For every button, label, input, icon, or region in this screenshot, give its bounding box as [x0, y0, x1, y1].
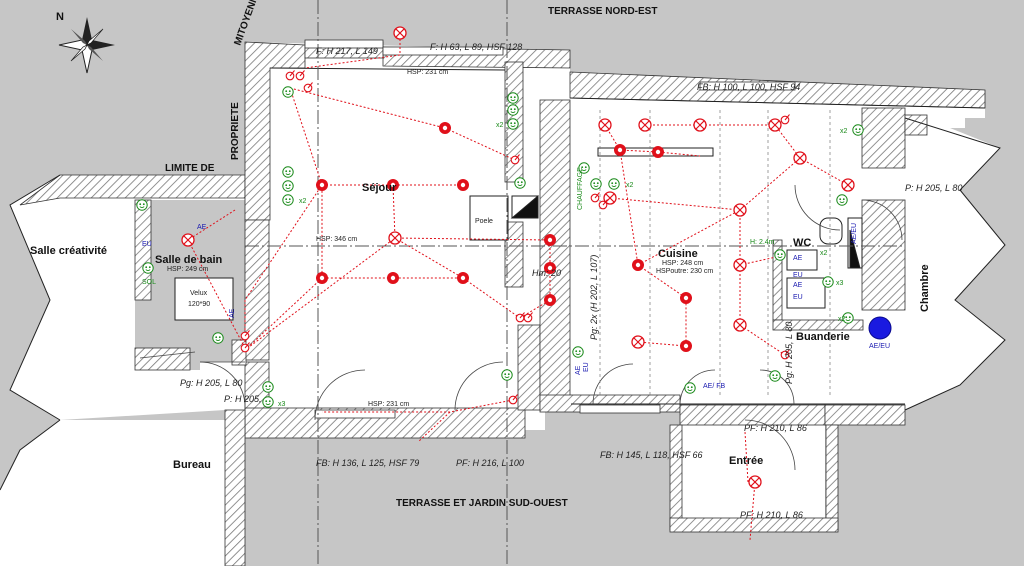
chauffage-label: CHAUFFAGE: [577, 167, 584, 210]
eu-label-sdb: EU: [142, 241, 152, 248]
sejour-hsp-bottom: HSP: 231 cm: [368, 401, 409, 408]
ae-label-wc: AE: [793, 255, 803, 262]
velux-label: Velux: [190, 290, 208, 297]
wall-outlines: [0, 67, 1006, 491]
ae-eu-disk-icon: [868, 316, 892, 340]
poele-label: Poele: [475, 218, 493, 225]
count-x2-sejour-left: x2: [299, 198, 307, 205]
door-swings: [139, 184, 903, 471]
opening-top-left: F: H 217, L 149: [316, 46, 378, 56]
opening-hm: Hm: 20: [532, 268, 561, 278]
opening-door-205: P: H 205,: [224, 394, 262, 404]
room-cuisine: Cuisine: [658, 248, 698, 260]
compass-icon: [58, 17, 115, 74]
opening-pf-entree-top: PF: H 210, L 86: [744, 423, 807, 433]
walls: [19, 41, 986, 566]
room-entree: Entrée: [729, 455, 763, 467]
opening-pg-vertical: Pg: 2x (H 202, L 107): [589, 255, 599, 340]
south-terrace-label: TERRASSE ET JARDIN SUD-OUEST: [396, 498, 568, 509]
opening-chambre-door: P: H 205, L 80: [905, 183, 962, 193]
windows: [304, 39, 796, 419]
count-x3-sejour-bottom: x3: [278, 401, 286, 408]
ae-label-sdb-wall: AE: [229, 308, 236, 318]
room-salle-creativite: Salle créativité: [30, 245, 107, 257]
opening-fb-top-right: FB: H 100, L 100, HSF 94: [697, 82, 800, 92]
sol-label-sdb: SOL: [142, 279, 156, 286]
count-x2-kitchen: x2: [626, 182, 634, 189]
north-terrace-label: TERRASSE NORD-EST: [548, 6, 657, 17]
eu-label-kitchen: EU: [583, 362, 590, 372]
opening-top-mid: F: H 63, L 89, HSF 128: [430, 42, 522, 52]
room-bureau: Bureau: [173, 459, 211, 471]
count-x2-top-right: x2: [840, 128, 848, 135]
opening-pf-entree-bottom: PF: H 210, L 86: [740, 510, 803, 520]
property-label: PROPRIETE: [230, 102, 241, 160]
cuisine-hsp: HSP: 248 cm: [662, 260, 703, 267]
wc-height: H: 2.4m: [750, 239, 775, 246]
room-salle-de-bain: Salle de bain: [155, 254, 223, 266]
ae-eu-label-disk: AE/EU: [869, 343, 890, 350]
sejour-hsp-mid: HSP: 346 cm: [316, 236, 357, 243]
count-x2-sejour-top: x2: [496, 122, 504, 129]
count-x2-wc: x2: [820, 250, 828, 257]
eu-label-wc: EU: [793, 272, 803, 279]
velux-size-label: 120*90: [188, 301, 210, 308]
ae-eu-label-wc-wall: AE/EU: [851, 223, 858, 244]
room-buanderie: Buanderie: [796, 331, 850, 343]
boundary-label: LIMITE DE: [165, 163, 215, 174]
opening-fb-bottom-kitchen: FB: H 145, L 118, HSF 66: [600, 450, 703, 460]
ae-label-buanderie: AE: [793, 282, 803, 289]
sdb-hsp: HSP: 249 cm: [167, 266, 208, 273]
cuisine-hsp-poutre: HSPoutre: 230 cm: [656, 268, 713, 275]
room-chambre: Chambre: [919, 264, 931, 312]
opening-fb-bottom-left: FB: H 136, L 125, HSF 79: [316, 458, 419, 468]
floor-areas: [0, 42, 1005, 566]
eu-label-buanderie: EU: [793, 294, 803, 301]
room-wc: WC: [793, 237, 811, 249]
ae-label-kitchen: AE: [575, 365, 582, 375]
ae-label-fb: AE/ FB: [703, 383, 726, 390]
compass-north-letter: N: [56, 11, 64, 23]
opening-pf-bottom: PF: H 216, L 100: [456, 458, 524, 468]
count-x3-buanderie: x3: [836, 280, 844, 287]
room-sejour: Séjour: [362, 182, 397, 194]
count-x2-buanderie: x2: [838, 316, 846, 323]
opening-bureau-door: Pg: H 205, L 80: [180, 378, 242, 388]
sejour-hsp-top: HSP: 231 cm: [407, 69, 448, 76]
opening-pg-buanderie: Pg: H 205, L 80: [784, 322, 794, 384]
ae-label-sdb: AE: [197, 224, 207, 231]
axes: [245, 0, 905, 566]
